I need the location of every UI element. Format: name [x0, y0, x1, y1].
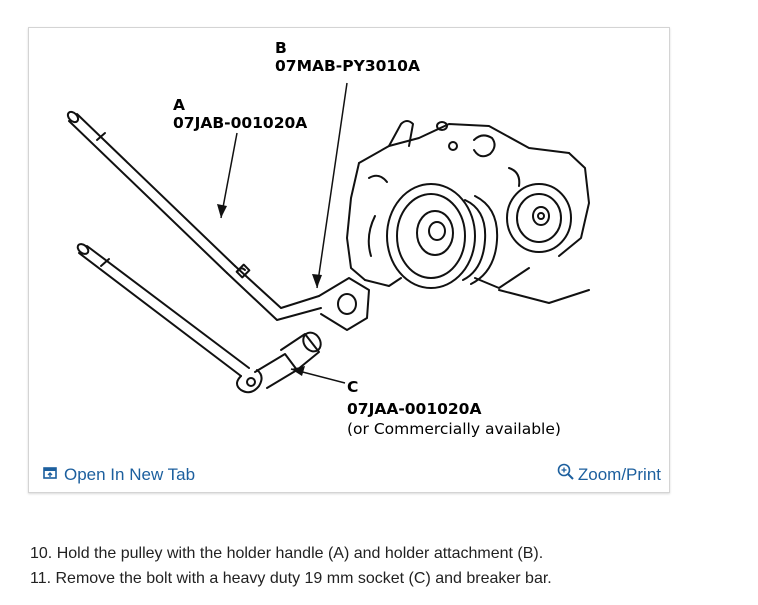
instruction-steps: 10. Hold the pulley with the holder hand… — [30, 541, 552, 591]
label-c-part: 07JAA-001020A — [347, 400, 482, 418]
figure-card: B 07MAB-PY3010A A 07JAB-001020A C 07JAA-… — [28, 27, 670, 493]
step-item: 10. Hold the pulley with the holder hand… — [30, 545, 544, 562]
tool-diagram: B 07MAB-PY3010A A 07JAB-001020A C 07JAA-… — [29, 28, 669, 458]
zoom-print-link[interactable]: Zoom/Print — [557, 463, 661, 486]
label-c-letter: C — [347, 378, 359, 396]
label-c-note: (or Commercially available) — [347, 420, 561, 438]
label-a-part: 07JAB-001020A — [173, 114, 308, 132]
figure-footer: Open In New Tab Zoom/Print — [29, 460, 669, 490]
zoom-magnifier-icon — [557, 463, 575, 486]
step-item: 11. Remove the bolt with a heavy duty 19… — [30, 570, 552, 587]
open-new-tab-icon — [43, 465, 58, 485]
tool-illustration — [66, 82, 590, 394]
label-b-letter: B — [275, 39, 287, 57]
label-a-letter: A — [173, 96, 185, 114]
zoom-print-label: Zoom/Print — [577, 464, 661, 484]
open-in-new-tab-link[interactable]: Open In New Tab — [43, 465, 195, 485]
open-in-new-tab-label: Open In New Tab — [64, 465, 196, 484]
label-b-part: 07MAB-PY3010A — [275, 57, 420, 75]
